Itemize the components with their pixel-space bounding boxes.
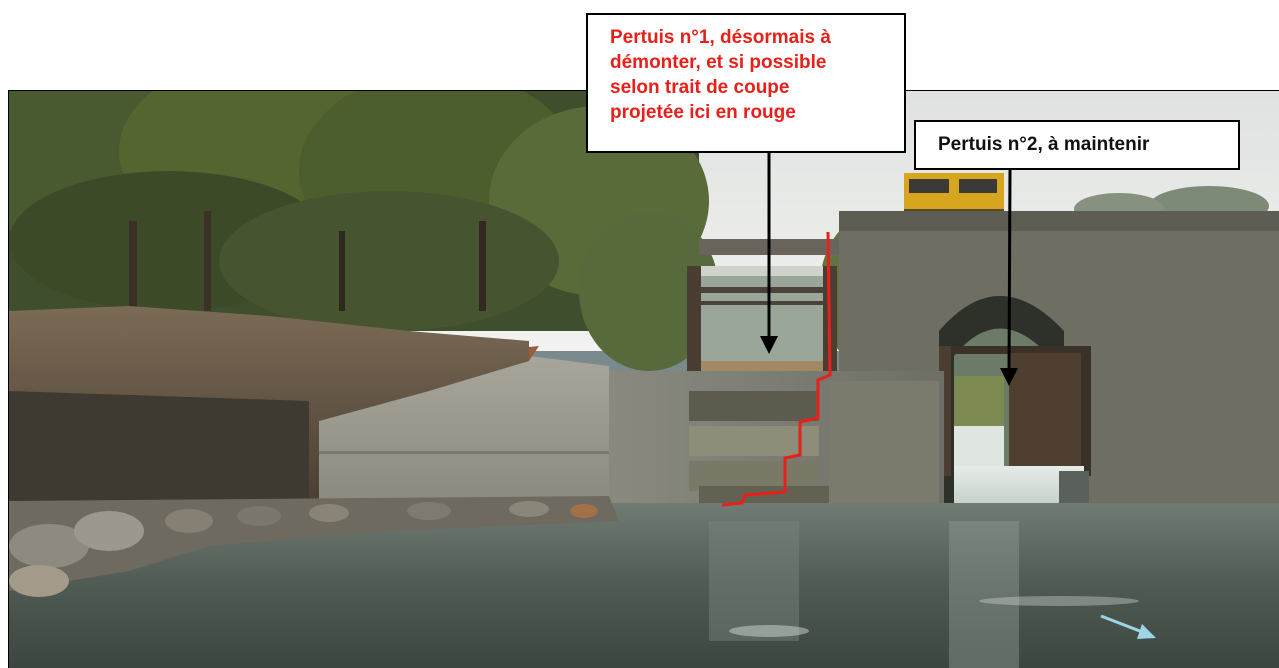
forest-left <box>9 91 719 371</box>
weir-photograph <box>8 90 1279 668</box>
earth-bank <box>9 306 529 503</box>
weir-scene <box>9 91 1279 668</box>
callout-pertuis-1-line-4: projetée ici en rouge <box>610 102 796 123</box>
yellow-machine <box>904 173 1004 217</box>
callout-pertuis-2-label: Pertuis n°2, à maintenir <box>938 134 1150 155</box>
water-reflections <box>709 521 1139 668</box>
callout-pertuis-1-line-1: Pertuis n°1, désormais à <box>610 27 831 48</box>
callout-pertuis-1-line-2: démonter, et si possible <box>610 52 827 73</box>
pertuis-1-sluice <box>687 266 837 386</box>
masonry-wall <box>599 371 944 511</box>
footbridge-deck <box>699 239 839 255</box>
callout-pertuis-2: Pertuis n°2, à maintenir <box>914 120 1240 170</box>
callout-pertuis-1-line-3: selon trait de coupe <box>610 77 790 98</box>
shore-rocks <box>9 496 619 597</box>
callout-pertuis-1: Pertuis n°1, désormais à démonter, et si… <box>586 13 906 153</box>
